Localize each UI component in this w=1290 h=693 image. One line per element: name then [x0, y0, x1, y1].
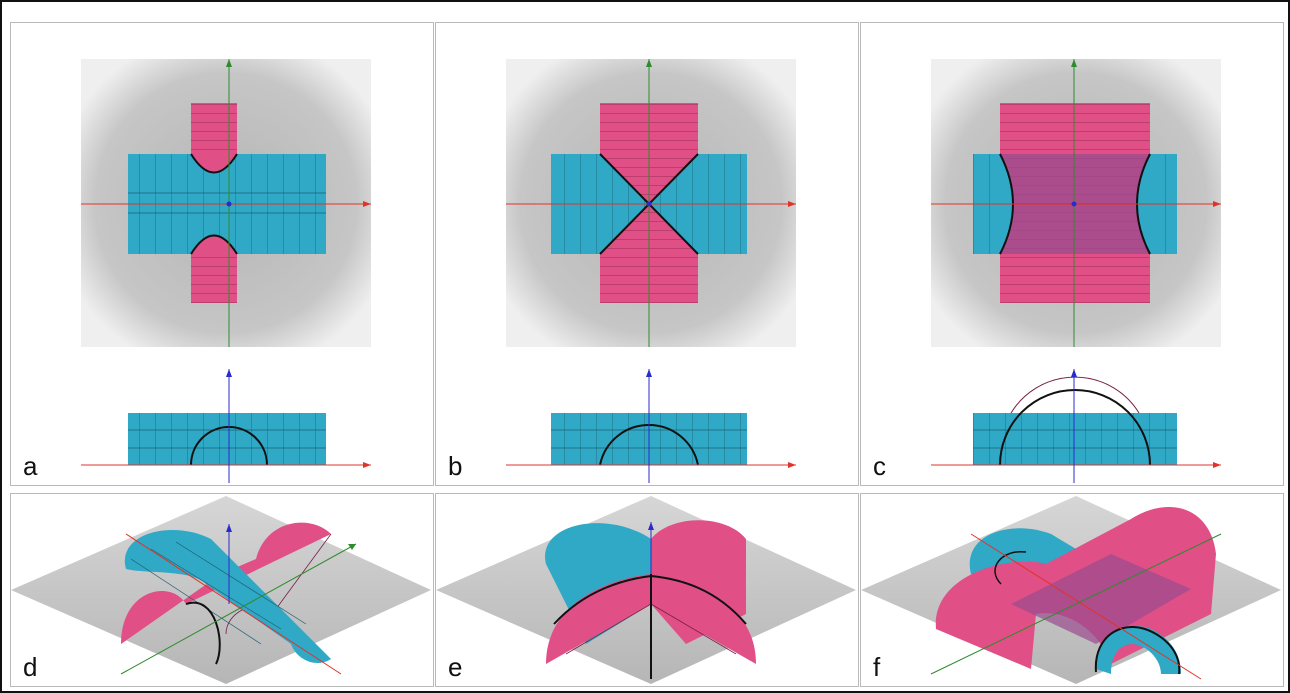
panel-f-drawing — [861, 496, 1281, 684]
panel-d: d — [10, 493, 434, 687]
y-axis — [120, 543, 357, 675]
intersection-curve-top — [190, 153, 238, 174]
panel-d-drawing — [11, 496, 431, 684]
panel-a-drawing — [81, 59, 371, 483]
intersection-curve-bottom — [190, 234, 238, 255]
panel-f: f — [860, 493, 1284, 687]
panel-label-e: e — [448, 652, 463, 682]
panel-label-c: c — [873, 451, 886, 481]
side-semicircle — [999, 389, 1151, 466]
x-axis — [125, 533, 342, 675]
panel-e: e — [435, 493, 859, 687]
cyan-cylinder-front — [1096, 625, 1181, 674]
overlap-region — [1011, 554, 1191, 644]
y-axis — [930, 533, 1222, 675]
panel-a: a — [10, 22, 434, 486]
panel-b: b — [435, 22, 859, 486]
panel-c-drawing — [931, 59, 1221, 483]
panel-b-drawing — [506, 59, 796, 483]
pink-front — [546, 574, 756, 664]
intersection-curve-back — [994, 551, 1027, 585]
panel-label-a: a — [23, 451, 38, 481]
panel-label-b: b — [448, 451, 463, 481]
panel-c: c — [860, 22, 1284, 486]
x-axis — [970, 533, 1202, 680]
intersection-curve-front — [1094, 625, 1181, 675]
panel-label-d: d — [23, 652, 38, 682]
panel-label-f: f — [873, 652, 881, 682]
intersection-curve — [185, 601, 221, 665]
panel-e-drawing — [436, 496, 856, 684]
